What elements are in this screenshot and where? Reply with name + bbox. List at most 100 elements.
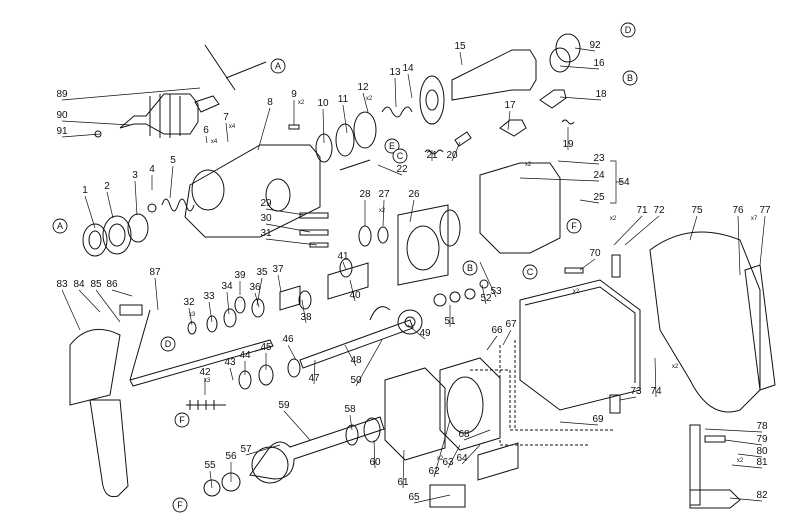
part-label-71: 71 (636, 205, 648, 216)
leader-64 (461, 444, 481, 465)
leader-58 (349, 414, 353, 431)
part-label-85: 85 (90, 279, 102, 290)
part-label-70: 70 (589, 248, 601, 259)
ring-28 (358, 225, 372, 247)
leader-30 (265, 223, 311, 233)
leader-lines (61, 47, 766, 504)
quantity-mark: x2 (366, 96, 373, 102)
leader-78 (704, 428, 763, 433)
reference-circle (270, 58, 286, 74)
part-label-18: 18 (595, 89, 607, 100)
part-label-15: 15 (454, 41, 466, 52)
leader-26 (409, 199, 415, 223)
leader-62 (433, 419, 451, 478)
leader-55 (209, 470, 213, 489)
leader-24 (519, 177, 600, 182)
leader-43 (229, 367, 234, 381)
clutch-48 (369, 306, 391, 321)
quantity-mark: x3 (189, 312, 196, 318)
knob-86 (119, 304, 143, 316)
spring-22 (339, 159, 371, 171)
reference-letter-f: F (172, 497, 188, 513)
side-cover-77 (744, 264, 776, 391)
pin-70 (564, 267, 584, 274)
quantity-mark: x4 (229, 124, 236, 130)
part-label-13: 13 (389, 67, 401, 78)
leader-48 (344, 344, 357, 367)
part-label-22: 22 (396, 164, 408, 175)
leader-71 (613, 215, 643, 246)
piston-40 (327, 262, 369, 300)
part-label-37: 37 (272, 264, 284, 275)
leader-34 (226, 291, 230, 315)
ring-92 (555, 33, 581, 63)
ring-39 (234, 296, 246, 314)
bearing-55 (203, 479, 221, 497)
part-label-27: 27 (378, 189, 390, 200)
housing-bore (191, 169, 225, 211)
reference-circle (384, 138, 400, 154)
part-label-19: 19 (562, 139, 574, 150)
bearing-58 (345, 424, 359, 446)
ring-35 (251, 298, 265, 318)
leader-77 (759, 215, 766, 266)
shaft-47 (299, 319, 414, 369)
quantity-mark: x2 (437, 456, 444, 462)
leader-69 (559, 421, 599, 426)
bushing-2 (102, 215, 132, 255)
ring-32 (187, 321, 197, 335)
leader-85 (95, 289, 121, 323)
part-label-6: 6 (203, 125, 209, 136)
part-label-33: 33 (203, 291, 215, 302)
depth-rod-87 (129, 309, 151, 381)
leader-33 (208, 301, 213, 323)
leader-10 (322, 108, 325, 144)
part-label-1: 1 (82, 185, 88, 196)
leader-91 (61, 133, 101, 138)
quantity-mark: x2 (298, 100, 305, 106)
gear-housing-8 (184, 144, 321, 238)
ring-3 (127, 213, 149, 243)
washer-25 (464, 288, 476, 300)
leader-50 (355, 339, 383, 387)
part-label-65: 65 (408, 492, 420, 503)
leader-46 (287, 344, 297, 361)
leader-35 (256, 277, 263, 306)
leader-75 (689, 215, 698, 241)
reference-text: C (527, 267, 534, 277)
ring-12 (353, 111, 377, 149)
reference-text: F (177, 500, 183, 510)
reference-text: A (275, 61, 281, 71)
clamp-79 (704, 435, 726, 443)
part-label-41: 41 (337, 251, 349, 262)
nut-52 (479, 279, 489, 289)
reference-letter-a: A (270, 58, 286, 74)
leader-20 (451, 141, 461, 162)
part-label-23: 23 (593, 153, 605, 164)
handle-housing-75 (649, 231, 761, 413)
leader-16 (559, 65, 600, 70)
chuck-key (194, 44, 267, 113)
part-label-4: 4 (149, 164, 155, 175)
part-label-25: 25 (593, 192, 605, 203)
part-label-76: 76 (732, 205, 744, 216)
part-20 (454, 131, 472, 147)
quantity-mark: x2 (737, 458, 744, 464)
quantity-mark: x2 (610, 216, 617, 222)
reference-circle (52, 218, 68, 234)
ring-38 (298, 290, 312, 310)
depth-bar (129, 339, 274, 387)
stator-61 (384, 367, 446, 461)
part-label-40: 40 (349, 290, 361, 301)
quantity-mark: x2 (672, 364, 679, 370)
leader-80 (737, 453, 763, 458)
spring-5 (161, 198, 195, 212)
part-label-84: 84 (73, 279, 85, 290)
cylinder-41 (339, 258, 353, 278)
part-label-20: 20 (446, 150, 458, 161)
reference-text: C (397, 151, 404, 161)
switch-64 (477, 442, 519, 481)
leader-65 (413, 494, 451, 504)
spring-13 (381, 106, 413, 118)
